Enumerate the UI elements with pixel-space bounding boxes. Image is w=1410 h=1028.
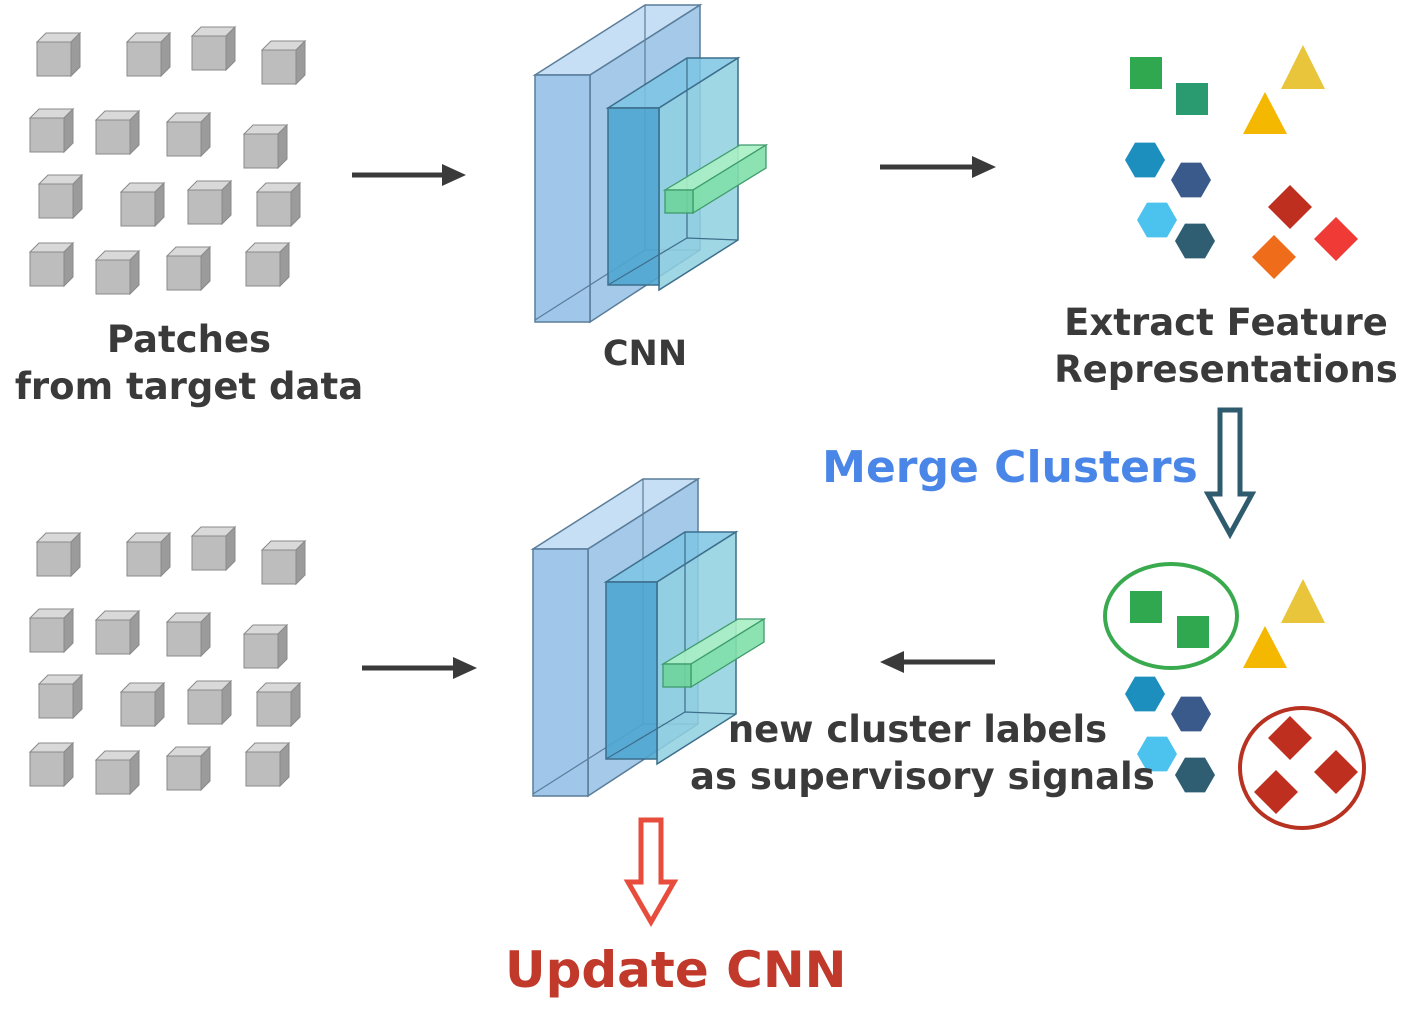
arrow-merge-clusters	[1203, 407, 1257, 540]
feature-shapes-top	[1125, 45, 1358, 279]
diamond-icon	[1314, 750, 1358, 794]
cnn-label: CNN	[602, 334, 688, 374]
square-icon	[1130, 591, 1162, 623]
cnn-block-bottom	[530, 477, 767, 798]
cube-icon	[35, 31, 82, 78]
cube-icon	[186, 179, 233, 226]
cnn-inner-front-face	[605, 581, 658, 760]
arrow-update-cnn	[623, 817, 679, 928]
hexagon-icon	[1137, 202, 1177, 238]
cube-icon	[119, 681, 166, 728]
cube-icon	[35, 531, 82, 578]
square-icon	[1177, 616, 1209, 648]
hexagon-icon	[1171, 696, 1211, 732]
cube-icon	[255, 681, 302, 728]
hexagon-icon	[1125, 676, 1165, 712]
cube-icon	[190, 525, 237, 572]
cluster-shapes-bottom	[1103, 562, 1366, 830]
patches-label-line2: from target data	[14, 365, 364, 409]
arrow-labels-to-cnn-head	[880, 651, 904, 673]
diamond-icon	[1268, 185, 1312, 229]
cube-icon	[37, 673, 84, 720]
cube-icon	[125, 531, 172, 578]
cube-icon	[165, 611, 212, 658]
cube-icon	[260, 39, 307, 86]
cube-icon	[242, 623, 289, 670]
cube-icon	[94, 249, 141, 296]
cube-icon	[28, 741, 75, 788]
cube-icon	[94, 109, 141, 156]
cube-icon	[255, 181, 302, 228]
new-cluster-labels-label: new cluster labels as supervisory signal…	[690, 706, 1155, 801]
hexagon-icon	[1171, 162, 1211, 198]
diamond-icon	[1254, 770, 1298, 814]
square-icon	[1130, 57, 1162, 89]
new-labels-line2: as supervisory signals	[690, 755, 1155, 799]
triangle-icon	[1243, 626, 1287, 668]
update-cnn-label: Update CNN	[505, 941, 847, 999]
patches-label-line1: Patches	[106, 318, 272, 361]
arrow-cnn-to-features-head	[972, 156, 996, 178]
extract-features-label: Extract Feature Representations	[1048, 299, 1404, 394]
hexagon-icon	[1137, 736, 1177, 772]
cube-icon	[165, 745, 212, 792]
patches-group-top	[28, 25, 307, 296]
arrow-patches-to-cnn-head	[442, 164, 466, 186]
cube-icon	[94, 749, 141, 796]
patches-group-bottom	[28, 525, 307, 796]
triangle-icon	[1243, 92, 1287, 134]
cnn-kernel-front-face	[662, 663, 692, 688]
diamond-icon	[1314, 217, 1358, 261]
cube-icon	[165, 111, 212, 158]
new-labels-line1: new cluster labels	[727, 708, 1108, 751]
triangle-icon	[1281, 579, 1325, 623]
cube-icon	[244, 241, 291, 288]
cube-icon	[186, 679, 233, 726]
cube-icon	[125, 31, 172, 78]
extract-label-line2: Representations	[1054, 348, 1398, 392]
extract-label-line1: Extract Feature	[1064, 301, 1388, 344]
cube-icon	[28, 107, 75, 154]
cluster-ring-green	[1103, 562, 1239, 670]
cube-icon	[244, 741, 291, 788]
hexagon-icon	[1125, 142, 1165, 178]
cube-icon	[190, 25, 237, 72]
cnn-block-top	[532, 3, 769, 324]
diamond-icon	[1268, 716, 1312, 760]
cnn-kernel-front-face	[664, 189, 694, 214]
flow-arrows	[352, 156, 1257, 928]
arrow-patches-to-cnn-bottom-head	[453, 657, 477, 679]
cnn-outer-front-face	[532, 548, 589, 797]
cnn-outer-front-face	[534, 74, 591, 323]
cube-icon	[37, 173, 84, 220]
hexagon-icon	[1175, 757, 1215, 793]
square-icon	[1176, 83, 1208, 115]
cube-icon	[28, 241, 75, 288]
cube-icon	[242, 123, 289, 170]
patches-label: Patches from target data	[10, 316, 368, 411]
cluster-ring-red	[1238, 706, 1366, 830]
cube-icon	[165, 245, 212, 292]
cnn-inner-front-face	[607, 107, 660, 286]
merge-clusters-label: Merge Clusters	[822, 442, 1198, 493]
triangle-icon	[1281, 45, 1325, 89]
cube-icon	[260, 539, 307, 586]
hexagon-icon	[1175, 223, 1215, 259]
cube-icon	[119, 181, 166, 228]
cube-icon	[28, 607, 75, 654]
cube-icon	[94, 609, 141, 656]
diamond-icon	[1252, 235, 1296, 279]
